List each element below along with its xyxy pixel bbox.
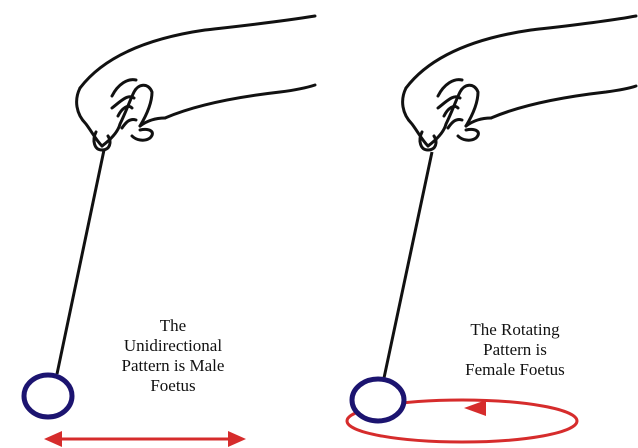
caption-line: Unidirectional bbox=[98, 336, 248, 356]
caption-line: The bbox=[98, 316, 248, 336]
pendulum-string bbox=[57, 150, 104, 374]
pendulum-string bbox=[384, 152, 432, 378]
caption-line: Female Foetus bbox=[440, 360, 590, 380]
caption-line: The Rotating bbox=[440, 320, 590, 340]
hand-icon bbox=[77, 16, 315, 150]
caption-line: Foetus bbox=[98, 376, 248, 396]
pendulum-ring-icon bbox=[352, 379, 404, 421]
male-pattern-caption: The Unidirectional Pattern is Male Foetu… bbox=[98, 316, 248, 396]
double-arrow-icon bbox=[44, 431, 246, 447]
pendulum-ring-icon bbox=[24, 375, 72, 417]
caption-line: Pattern is Male bbox=[98, 356, 248, 376]
hand-icon bbox=[403, 16, 636, 150]
female-pattern-caption: The Rotating Pattern is Female Foetus bbox=[440, 320, 590, 380]
caption-line: Pattern is bbox=[440, 340, 590, 360]
